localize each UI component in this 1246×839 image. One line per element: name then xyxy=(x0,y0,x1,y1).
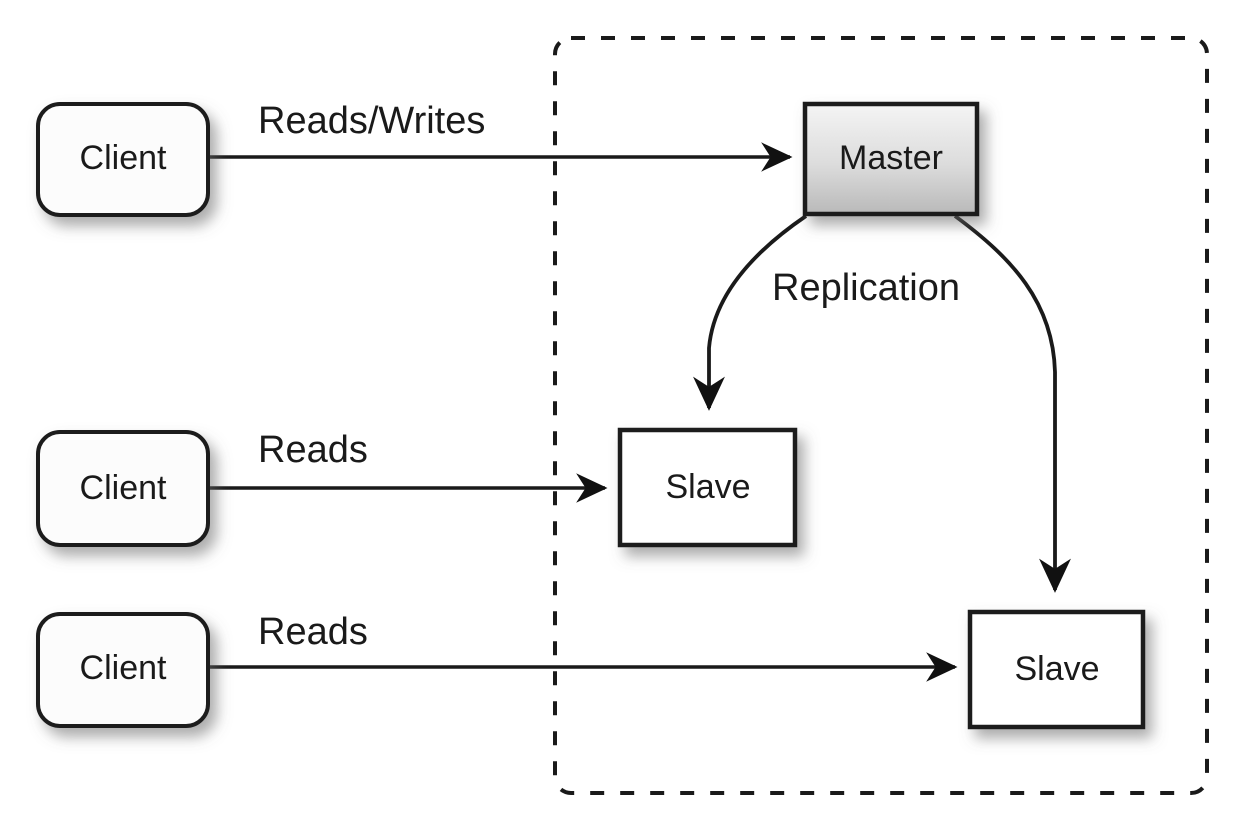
node-slave-2[interactable]: Slave xyxy=(967,609,1146,730)
node-master[interactable]: Master xyxy=(802,101,980,217)
edge-label-replication: Replication xyxy=(772,267,960,309)
edge-label-reads-slave2: Reads xyxy=(258,611,368,653)
client-1-box[interactable] xyxy=(36,102,210,217)
edge-master-slave1-curve xyxy=(693,214,808,411)
master-box[interactable] xyxy=(802,101,980,217)
slave-2-label: Slave xyxy=(1014,650,1099,688)
node-client-3[interactable]: Client xyxy=(36,612,210,728)
client-2-label: Client xyxy=(80,469,167,507)
node-client-1[interactable]: Client xyxy=(36,102,210,217)
slave-1-label: Slave xyxy=(665,468,750,506)
database-cluster-boundary xyxy=(553,36,1209,795)
slave-2-box[interactable] xyxy=(967,609,1146,730)
slave-1-box[interactable] xyxy=(617,427,798,548)
edge-label-reads-writes: Reads/Writes xyxy=(258,100,485,142)
client-3-box[interactable] xyxy=(36,612,210,728)
edge-label-reads-slave1: Reads xyxy=(258,429,368,471)
master-label: Master xyxy=(839,139,943,177)
edge-master-slave2-curve xyxy=(953,214,1071,593)
edge-layer xyxy=(208,142,1071,682)
client-3-label: Client xyxy=(80,649,167,687)
node-slave-1[interactable]: Slave xyxy=(617,427,798,548)
node-client-2[interactable]: Client xyxy=(36,430,210,547)
client-1-label: Client xyxy=(80,139,167,177)
client-2-box[interactable] xyxy=(36,430,210,547)
edge-label-layer: Reads/Writes Reads Reads Replication xyxy=(258,100,960,653)
